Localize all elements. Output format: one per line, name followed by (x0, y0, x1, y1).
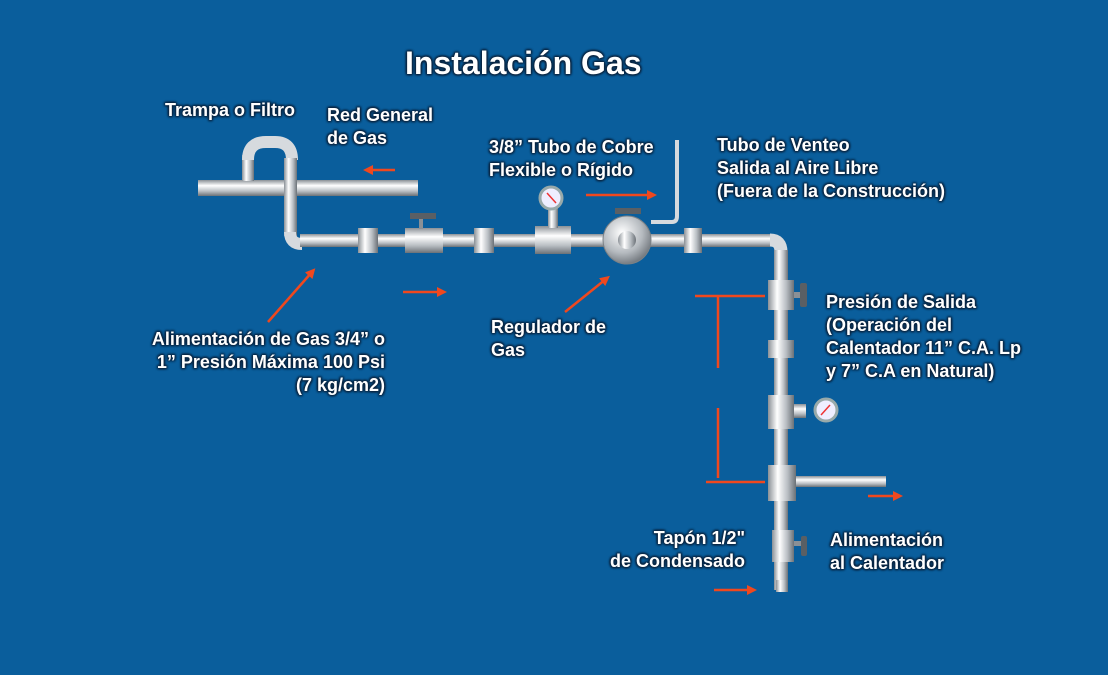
label-tubo-venteo: Tubo de Venteo Salida al Aire Libre (Fue… (717, 135, 946, 201)
dimension-lines (695, 294, 765, 484)
label-trampa: Trampa o Filtro (165, 100, 296, 120)
valve-handle (410, 213, 436, 219)
label-tubo-cobre: 3/8” Tubo de Cobre Flexible o Rígido (489, 137, 654, 180)
flow-arrows (267, 165, 903, 595)
label-presion-salida: Presión de Salida (Operación del Calenta… (826, 292, 1022, 381)
label-tapon: Tapón 1/2" de Condensado (609, 528, 745, 571)
label-regulador: Regulador de Gas (491, 317, 607, 360)
heater-feed-pipe (796, 476, 886, 487)
label-red-general: Red General de Gas (327, 105, 434, 148)
vent-tube (651, 140, 679, 224)
label-alimentacion: Alimentación de Gas 3/4” o 1” Presión Má… (151, 329, 385, 395)
label-alimentacion-calentador: Alimentación al Calentador (830, 530, 945, 573)
trap-pipe (242, 155, 254, 181)
main-gas-pipe (198, 180, 418, 196)
page-title: Instalación Gas (405, 45, 642, 81)
